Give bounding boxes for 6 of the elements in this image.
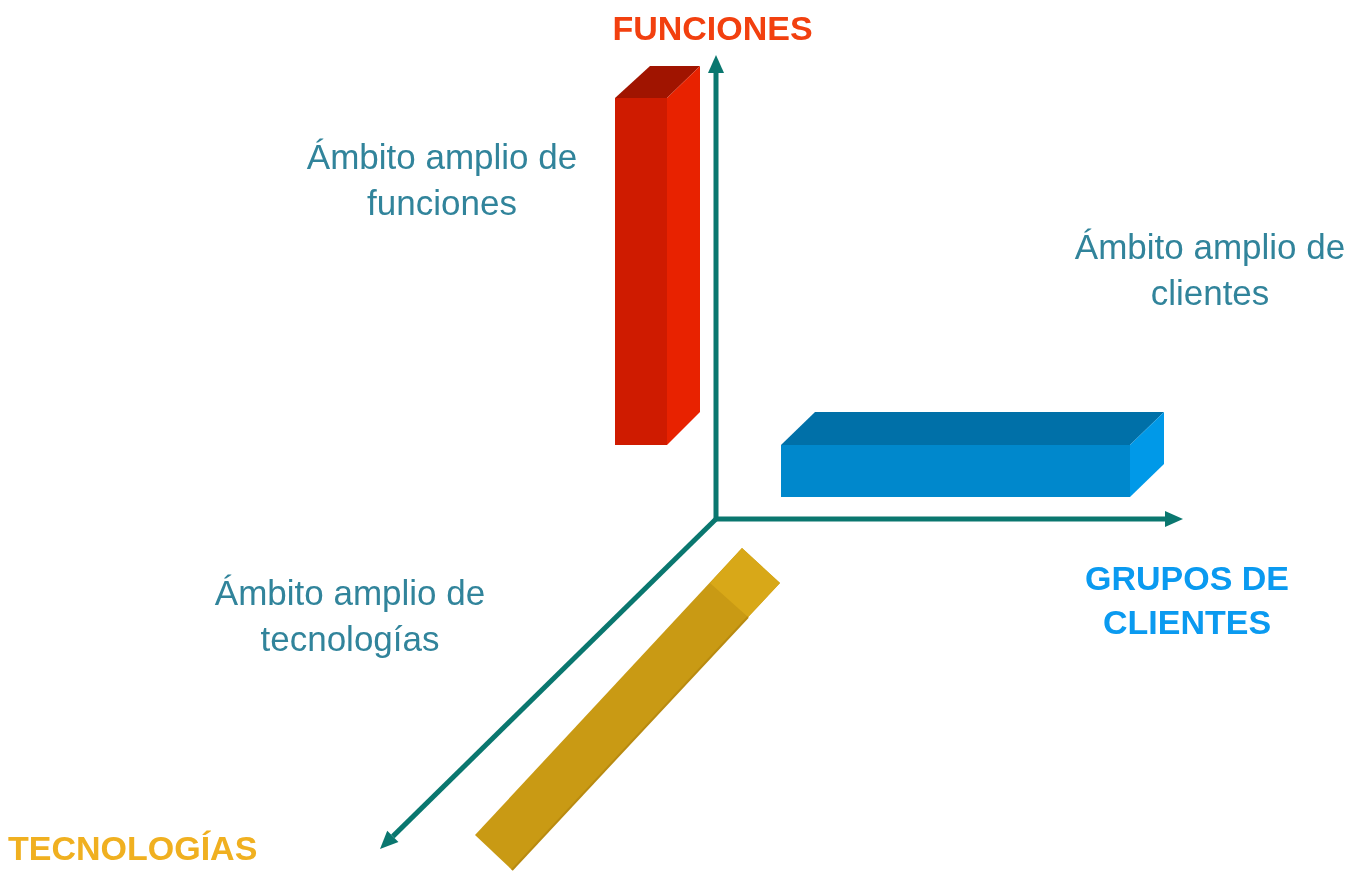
axis-label: TECNOLOGÍAS [8,828,259,869]
scope-label: Ámbito amplio de funciones [305,136,579,224]
scope-label: Ámbito amplio de clientes [1073,226,1347,314]
scope-label: Ámbito amplio de tecnologías [213,572,487,660]
axis-label: GRUPOS DE CLIENTES [1083,558,1290,644]
axis-label: FUNCIONES [611,8,814,49]
